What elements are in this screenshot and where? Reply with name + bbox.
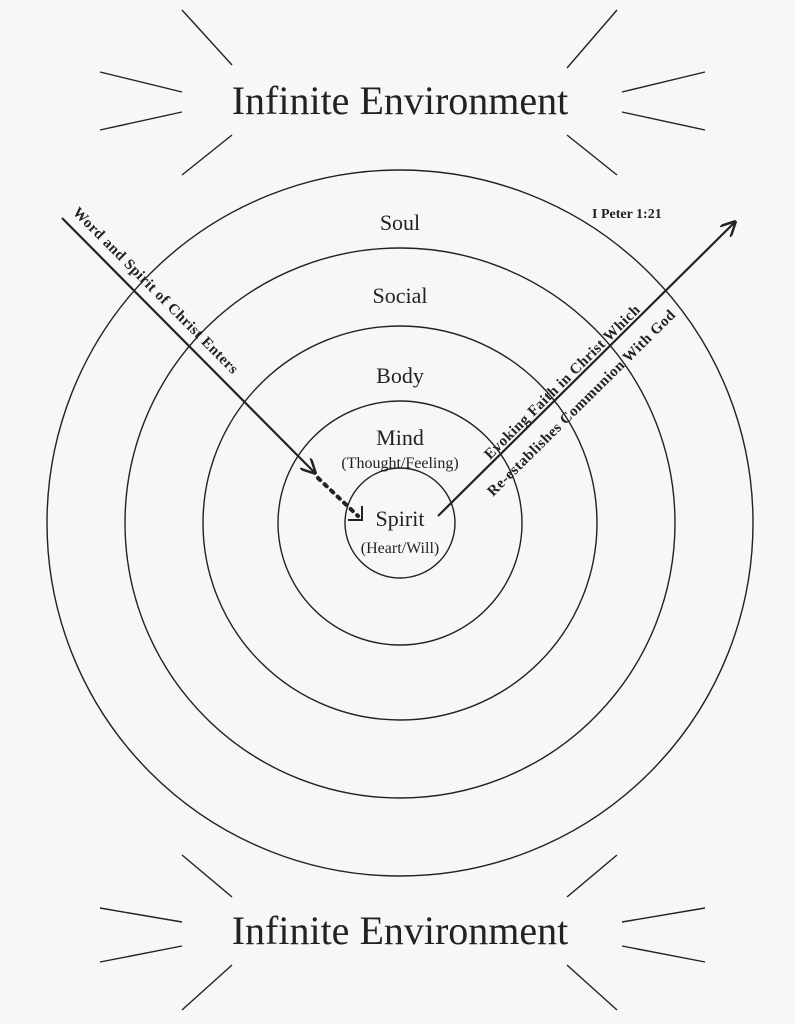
- ring-label-spirit: Spirit: [376, 506, 425, 531]
- bottom-ray: [566, 854, 618, 898]
- top-ray: [181, 134, 233, 176]
- ring-sublabel-spirit: (Heart/Will): [361, 540, 439, 557]
- bottom-title: Infinite Environment: [232, 908, 569, 953]
- ring-social: [124, 247, 676, 799]
- ring-labels: Soul Social Body Mind (Thought/Feeling) …: [341, 210, 458, 557]
- bottom-ray: [566, 964, 618, 1011]
- inbound-arrow: Word and Spirit of Christ Enters: [61, 205, 363, 521]
- inbound-arrowhead-inner: [348, 506, 363, 521]
- top-ray: [181, 9, 233, 66]
- ring-soul: [46, 169, 754, 877]
- ring-label-mind: Mind: [376, 425, 424, 450]
- top-title-group: Infinite Environment: [99, 9, 706, 176]
- bottom-ray: [621, 945, 706, 963]
- bottom-ray: [99, 945, 183, 963]
- top-ray: [566, 134, 618, 176]
- outbound-arrow: Evoking Faith in Christ Which Re-establi…: [437, 222, 735, 517]
- inbound-arrow-label: Word and Spirit of Christ Enters: [69, 205, 241, 378]
- bottom-ray: [99, 907, 183, 923]
- concentric-rings: [46, 169, 754, 877]
- bottom-title-group: Infinite Environment: [99, 854, 706, 1011]
- ring-mind: [277, 400, 523, 646]
- bottom-ray: [181, 854, 233, 898]
- bottom-ray: [621, 907, 706, 923]
- inbound-arrow-dotted: [316, 476, 360, 518]
- outbound-arrow-label-line1: Evoking Faith in Christ Which: [482, 302, 644, 463]
- top-ray: [99, 71, 183, 93]
- ring-label-social: Social: [373, 283, 428, 308]
- top-ray: [621, 111, 706, 131]
- outbound-arrow-label-line2: Re-establishes Communion With God: [485, 307, 680, 500]
- top-ray: [621, 71, 706, 93]
- top-ray: [566, 9, 618, 69]
- ring-label-body: Body: [376, 363, 424, 388]
- ring-sublabel-mind: (Thought/Feeling): [341, 455, 458, 472]
- top-ray: [99, 111, 183, 131]
- scripture-reference: I Peter 1:21: [592, 207, 662, 222]
- ring-spirit: [344, 467, 456, 579]
- inbound-arrow-shaft: [61, 217, 315, 473]
- ring-label-soul: Soul: [380, 210, 420, 235]
- top-title: Infinite Environment: [232, 78, 569, 123]
- ring-body: [202, 325, 598, 721]
- outbound-arrow-shaft: [437, 222, 735, 517]
- bottom-ray: [181, 964, 233, 1011]
